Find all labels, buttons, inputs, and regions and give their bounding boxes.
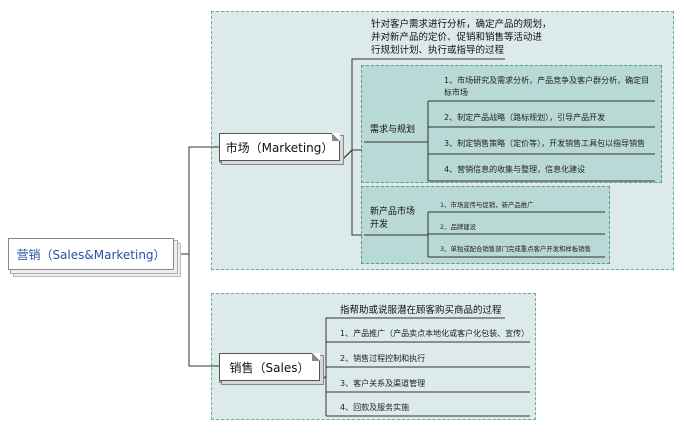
newprod-item-lines — [428, 211, 605, 258]
sales-item-4: 4、回款及服务实施 — [340, 403, 410, 412]
root-label: 营销（Sales&Marketing） — [16, 247, 166, 262]
demand-planning-label: 需求与规划 — [370, 125, 416, 135]
demand-item-lines — [428, 100, 655, 182]
newprod-item-1: 1、市场宣传与促销，新产品推广 — [440, 201, 534, 209]
new-product-region — [361, 186, 610, 264]
new-product-label: 新产品市场 开发 — [370, 207, 416, 230]
demand-item-3: 3、制定销售策略（定价等），开发销售工具包以指导销售 — [444, 139, 646, 148]
root-topic[interactable]: 营销（Sales&Marketing） — [8, 238, 174, 270]
sales-label: 销售（Sales） — [229, 360, 310, 375]
sales-to-desc — [319, 317, 505, 383]
sales-topic[interactable]: 销售（Sales） — [219, 353, 320, 381]
note-fold-icon — [312, 353, 320, 361]
demand-item-4: 4、营销信息的收集与整理，信息化建设 — [444, 165, 586, 174]
sales-item-lines — [326, 341, 530, 417]
demand-branch — [420, 101, 429, 181]
marketing-to-children — [339, 149, 362, 236]
demand-item-2: 2、制定产品战略（路标规划），引导产品开发 — [444, 113, 606, 122]
root-connector — [180, 146, 219, 367]
note-fold-icon — [332, 133, 340, 141]
sales-description: 指帮助或说服潜在顾客购买商品的过程 — [340, 305, 502, 316]
sales-item-1: 1、产品推广（产品卖点本地化或客户化包装、宣传） — [340, 329, 530, 338]
sales-item-3: 3、客户关系及渠道管理 — [340, 379, 426, 388]
demand-item-1: 1、市场研究及需求分析，产品竞争及客户群分析，确定目 标市场 — [444, 76, 650, 97]
demand-planning-region — [361, 65, 662, 183]
marketing-label: 市场（Marketing） — [225, 140, 334, 155]
marketing-topic[interactable]: 市场（Marketing） — [219, 133, 340, 161]
newprod-item-3: 3、单独或配合销售部门完成重点客户开发和样板销售 — [440, 245, 592, 253]
sales-item-2: 2、销售过程控制和执行 — [340, 354, 426, 363]
newprod-item-2: 2、品牌建设 — [440, 223, 477, 231]
marketing-description: 针对客户需求进行分析，确定产品的规划， 并对新产品的定价、促销和销售等活动进 行… — [371, 19, 552, 56]
newprod-branch — [420, 212, 429, 257]
